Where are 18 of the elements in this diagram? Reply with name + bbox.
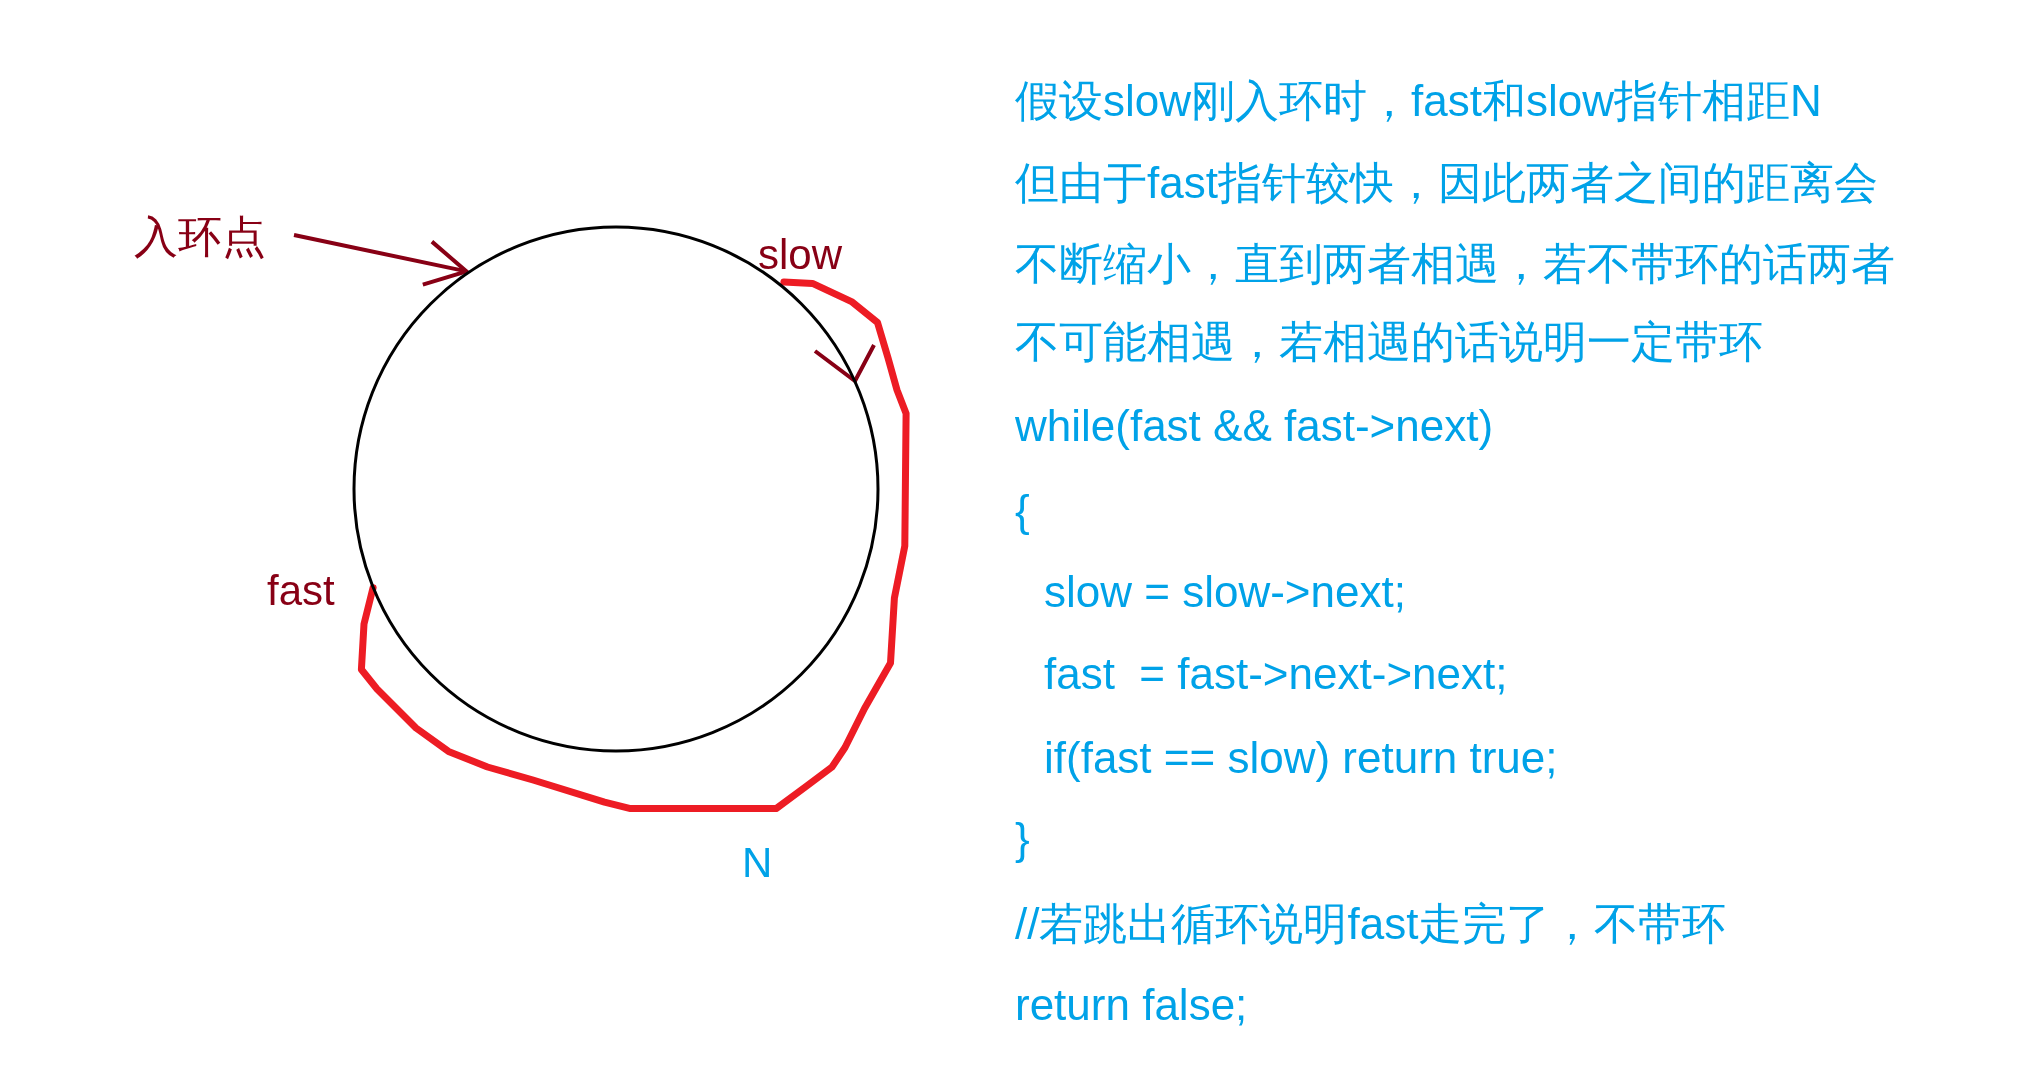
description-text: 不可能相遇，若相遇的话说明一定带环 — [1015, 316, 1763, 368]
code-line: if(fast == slow) return true; — [1044, 732, 1558, 784]
code-line: return false; — [1015, 979, 1248, 1031]
distance-label: N — [742, 838, 773, 888]
entry-point-label: 入环点 — [134, 208, 284, 266]
code-line: while(fast && fast->next) — [1015, 400, 1494, 452]
description-text: 假设slow刚入环时，fast和slow指针相距N — [1015, 75, 1822, 127]
code-line: slow = slow->next; — [1044, 566, 1406, 618]
arrow — [293, 233, 469, 287]
pointer-label: fast — [267, 566, 335, 616]
description-text: 但由于fast指针较快，因此两者之间的距离会 — [1015, 157, 1878, 209]
code-line: } — [1015, 813, 1030, 865]
code-line: fast = fast->next->next; — [1044, 648, 1508, 700]
pointer-label: slow — [758, 230, 843, 280]
loop-circle — [352, 225, 880, 753]
code-line: { — [1015, 485, 1030, 537]
code-comment: //若跳出循环说明fast走完了，不带环 — [1015, 898, 1727, 950]
description-text: 不断缩小，直到两者相遇，若不带环的话两者 — [1015, 238, 1895, 290]
